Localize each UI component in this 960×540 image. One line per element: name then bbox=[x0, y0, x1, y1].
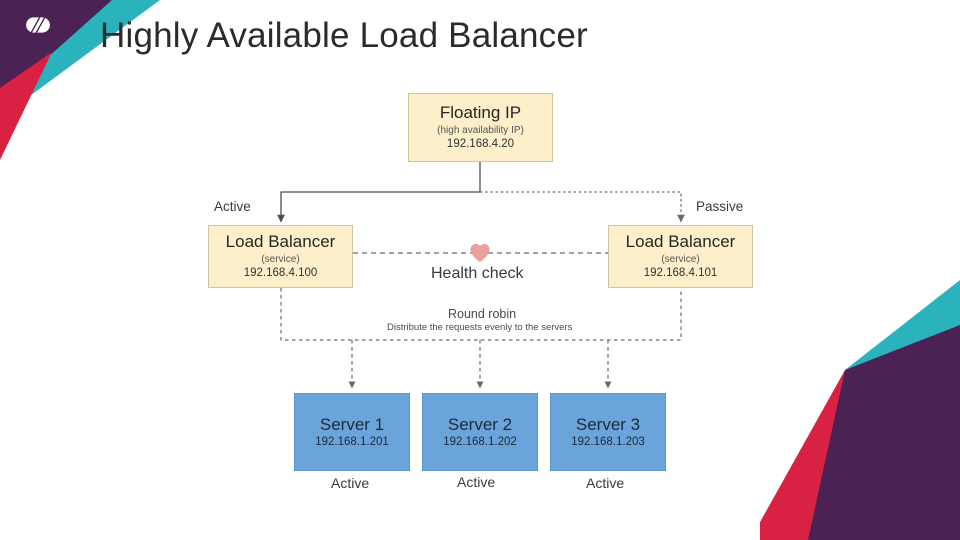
label-health-check: Health check bbox=[431, 265, 524, 282]
node-floating-ip[interactable]: Floating IP (high availability IP) 192.1… bbox=[408, 93, 553, 162]
server-2-address: 192.168.1.202 bbox=[443, 436, 517, 449]
node-server-3[interactable]: Server 3 192.168.1.203 bbox=[550, 393, 666, 471]
lb-active-title: Load Balancer bbox=[225, 232, 336, 252]
company-logo bbox=[26, 17, 50, 33]
label-round-robin-title: Round robin bbox=[448, 307, 517, 321]
server-1-title: Server 1 bbox=[319, 414, 385, 434]
connector-floatingip-to-lb-active bbox=[277, 162, 481, 223]
heart-icon bbox=[470, 243, 490, 263]
server-3-address: 192.168.1.203 bbox=[571, 436, 645, 449]
floating-ip-title: Floating IP bbox=[439, 103, 522, 123]
page-title: Highly Available Load Balancer bbox=[100, 16, 588, 55]
lb-passive-title: Load Balancer bbox=[625, 232, 736, 252]
label-lb-active-state: Active bbox=[214, 199, 251, 214]
label-lb-passive-state: Passive bbox=[696, 199, 744, 214]
label-server-2-state: Active bbox=[457, 474, 496, 490]
connector-floatingip-to-lb-passive bbox=[480, 191, 685, 223]
node-server-2[interactable]: Server 2 192.168.1.202 bbox=[422, 393, 538, 471]
lb-passive-address: 192.168.4.101 bbox=[643, 267, 718, 280]
lb-active-subtitle: (service) bbox=[261, 253, 300, 265]
lb-passive-subtitle: (service) bbox=[661, 253, 700, 265]
lb-active-address: 192.168.4.100 bbox=[243, 267, 318, 280]
label-server-1-state: Active bbox=[331, 475, 370, 491]
floating-ip-subtitle: (high availability IP) bbox=[437, 124, 524, 136]
node-load-balancer-active[interactable]: Load Balancer (service) 192.168.4.100 bbox=[208, 225, 353, 288]
server-1-address: 192.168.1.201 bbox=[315, 436, 389, 449]
server-2-title: Server 2 bbox=[447, 414, 513, 434]
label-server-3-state: Active bbox=[586, 475, 625, 491]
label-round-robin-subtitle: Distribute the requests evenly to the se… bbox=[387, 322, 573, 333]
connector-round-robin-bus bbox=[280, 288, 682, 341]
node-load-balancer-passive[interactable]: Load Balancer (service) 192.168.4.101 bbox=[608, 225, 753, 288]
server-3-title: Server 3 bbox=[575, 414, 641, 434]
node-server-1[interactable]: Server 1 192.168.1.201 bbox=[294, 393, 410, 471]
floating-ip-address: 192.168.4.20 bbox=[446, 138, 515, 151]
